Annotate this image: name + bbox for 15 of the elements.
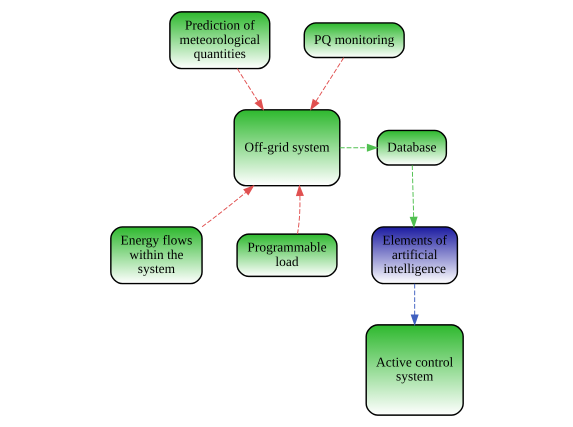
node-box: Active control system	[364, 324, 464, 416]
node-box: Energy flows within the system	[110, 226, 202, 284]
node-box: Elements of artificial intelligence	[370, 226, 458, 284]
node-box: PQ monitoring	[303, 22, 404, 58]
arrow	[295, 184, 304, 234]
node-box: Off-grid system	[232, 109, 340, 186]
arrow	[409, 164, 418, 228]
arrow	[201, 185, 254, 228]
arrow	[410, 283, 418, 326]
arrow	[338, 144, 378, 152]
arrow	[310, 57, 344, 111]
arrow	[236, 68, 264, 111]
node-box: Database	[376, 130, 447, 166]
node-box: Prediction of meteorological quantities	[168, 11, 270, 70]
node-box: Programmable load	[236, 233, 338, 278]
